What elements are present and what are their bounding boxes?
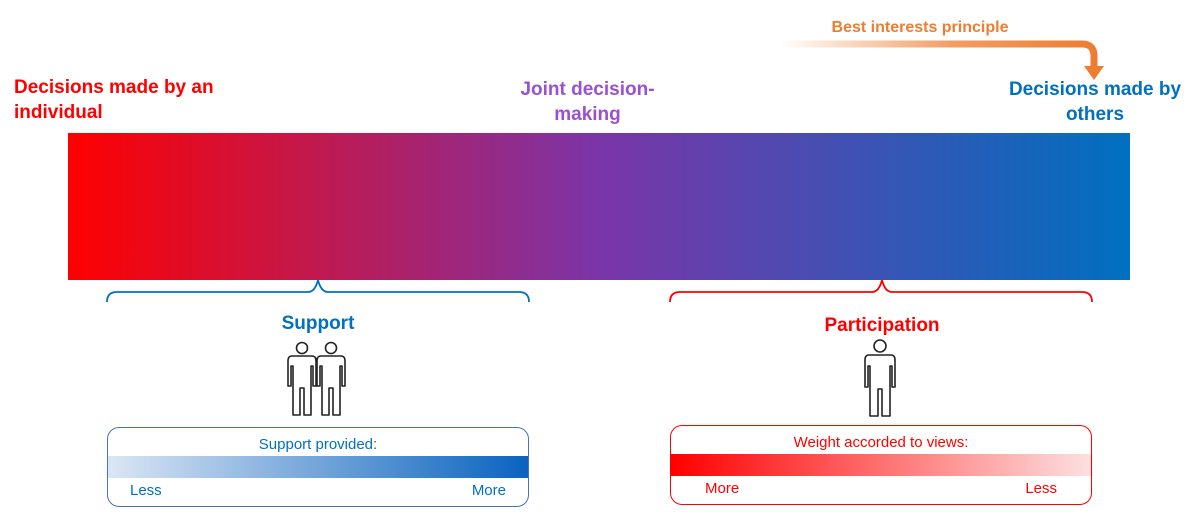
person-icon bbox=[864, 339, 896, 417]
two-people-icon bbox=[287, 341, 346, 416]
weight-more-label: More bbox=[705, 480, 740, 497]
support-more-label: More bbox=[471, 482, 506, 499]
support-less-label: Less bbox=[130, 482, 162, 499]
label-joint-decision-making: Joint decision-making bbox=[520, 79, 655, 125]
weight-accorded-title: Weight accorded to views: bbox=[793, 434, 969, 451]
support-provided-box: Support provided: Less More bbox=[107, 427, 529, 507]
support-provided-gradient bbox=[108, 456, 528, 478]
weight-accorded-box: Weight accorded to views: More Less bbox=[670, 425, 1092, 505]
weight-accorded-gradient bbox=[671, 454, 1091, 476]
decision-spectrum-bar bbox=[68, 133, 1130, 280]
label-decisions-individual: Decisions made by an individual bbox=[14, 77, 214, 123]
label-best-interests-principle: Best interests principle bbox=[831, 19, 1009, 36]
support-title: Support bbox=[281, 313, 355, 334]
participation-title: Participation bbox=[824, 315, 940, 336]
support-provided-title: Support provided: bbox=[258, 436, 378, 453]
label-decisions-others: Decisions made by others bbox=[1008, 79, 1182, 125]
weight-less-label: Less bbox=[1025, 480, 1057, 497]
